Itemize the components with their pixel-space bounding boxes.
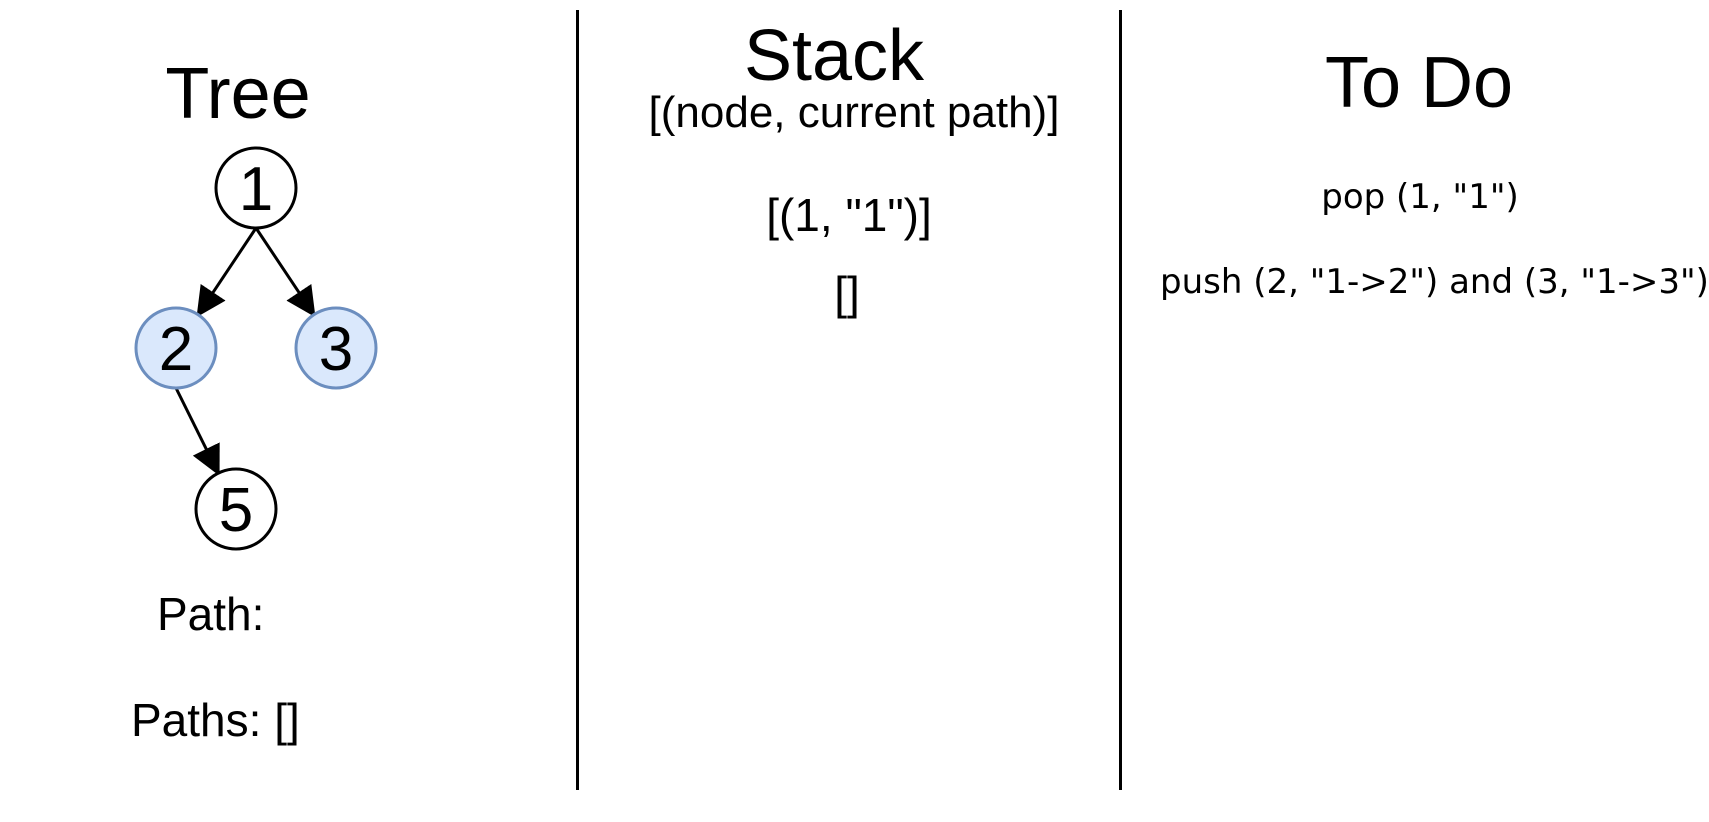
column-divider-right: [1119, 10, 1122, 790]
tree-edge-1-3: [254, 227, 316, 318]
tree-node-label: 1: [239, 155, 273, 224]
paths-label: Paths: []: [131, 694, 300, 746]
todo-step-1: pop (1, "1"): [1321, 177, 1519, 217]
tree-edge-1-2: [196, 227, 258, 318]
stack-subtitle: [(node, current path)]: [648, 88, 1060, 137]
tree-node-1: 1: [214, 146, 298, 230]
tree-node-5: 5: [194, 467, 278, 551]
tree-node-label: 5: [219, 476, 253, 545]
stack-state-1: [(1, "1")]: [766, 189, 932, 241]
tree-title: Tree: [165, 54, 311, 134]
tree-diagram: 1 2 3 5: [134, 146, 378, 551]
tree-node-2: 2: [134, 306, 218, 390]
stack-title: Stack: [743, 16, 925, 96]
tree-node-circle: [194, 467, 278, 551]
tree-node-label: 3: [319, 315, 353, 384]
todo-title: To Do: [1324, 43, 1514, 123]
tree-node-circle: [214, 146, 298, 230]
path-label: Path:: [157, 588, 265, 640]
tree-node-3: 3: [294, 306, 378, 390]
tree-node-circle: [134, 306, 218, 390]
tree-node-circle: [294, 306, 378, 390]
tree-node-label: 2: [159, 315, 193, 384]
stack-state-2: []: [834, 267, 860, 319]
column-divider-left: [576, 10, 579, 790]
tree-edge-2-5: [174, 387, 220, 476]
todo-step-2: push (2, "1->2") and (3, "1->3"): [1160, 262, 1709, 302]
